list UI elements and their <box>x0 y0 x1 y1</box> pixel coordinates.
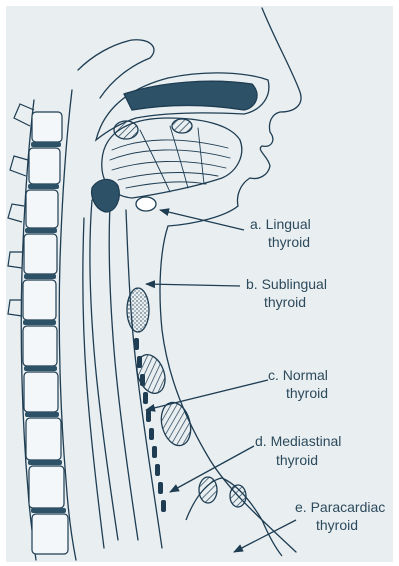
disc <box>31 508 66 513</box>
label-d-line1: d. Mediastinal <box>255 433 341 449</box>
vertebra <box>23 280 56 320</box>
label-e-line2: thyroid <box>316 517 358 533</box>
vertebra <box>23 326 57 366</box>
disc <box>28 184 59 189</box>
disc <box>23 320 56 325</box>
label-b-line1: b. Sublingual <box>246 276 327 292</box>
disc <box>24 366 57 371</box>
disc <box>25 228 57 233</box>
vertebra <box>24 234 57 274</box>
vertebra <box>29 148 60 184</box>
palatine-tissue-left <box>114 121 138 139</box>
disc <box>31 142 61 147</box>
label-c-line1: c. Normal <box>268 367 328 383</box>
label-a-line2: thyroid <box>268 234 310 250</box>
label-e-line1: e. Paracardiac <box>295 499 385 515</box>
disc <box>28 460 62 465</box>
palatine-tissue-right <box>172 119 192 133</box>
label-c-line2: thyroid <box>286 385 328 401</box>
vertebra <box>24 372 58 412</box>
label-a-line1: a. Lingual <box>250 216 311 232</box>
vertebra <box>26 190 58 228</box>
label-d-line2: thyroid <box>276 452 318 468</box>
disc <box>24 274 56 279</box>
vertebra <box>32 514 68 554</box>
vertebra <box>26 418 61 460</box>
sublingual-thyroid-mass <box>127 288 149 332</box>
label-b-line2: thyroid <box>264 294 306 310</box>
vertebra <box>29 466 64 508</box>
lingual-thyroid-mass <box>136 197 156 211</box>
vertebra <box>32 112 62 142</box>
disc <box>25 412 59 417</box>
